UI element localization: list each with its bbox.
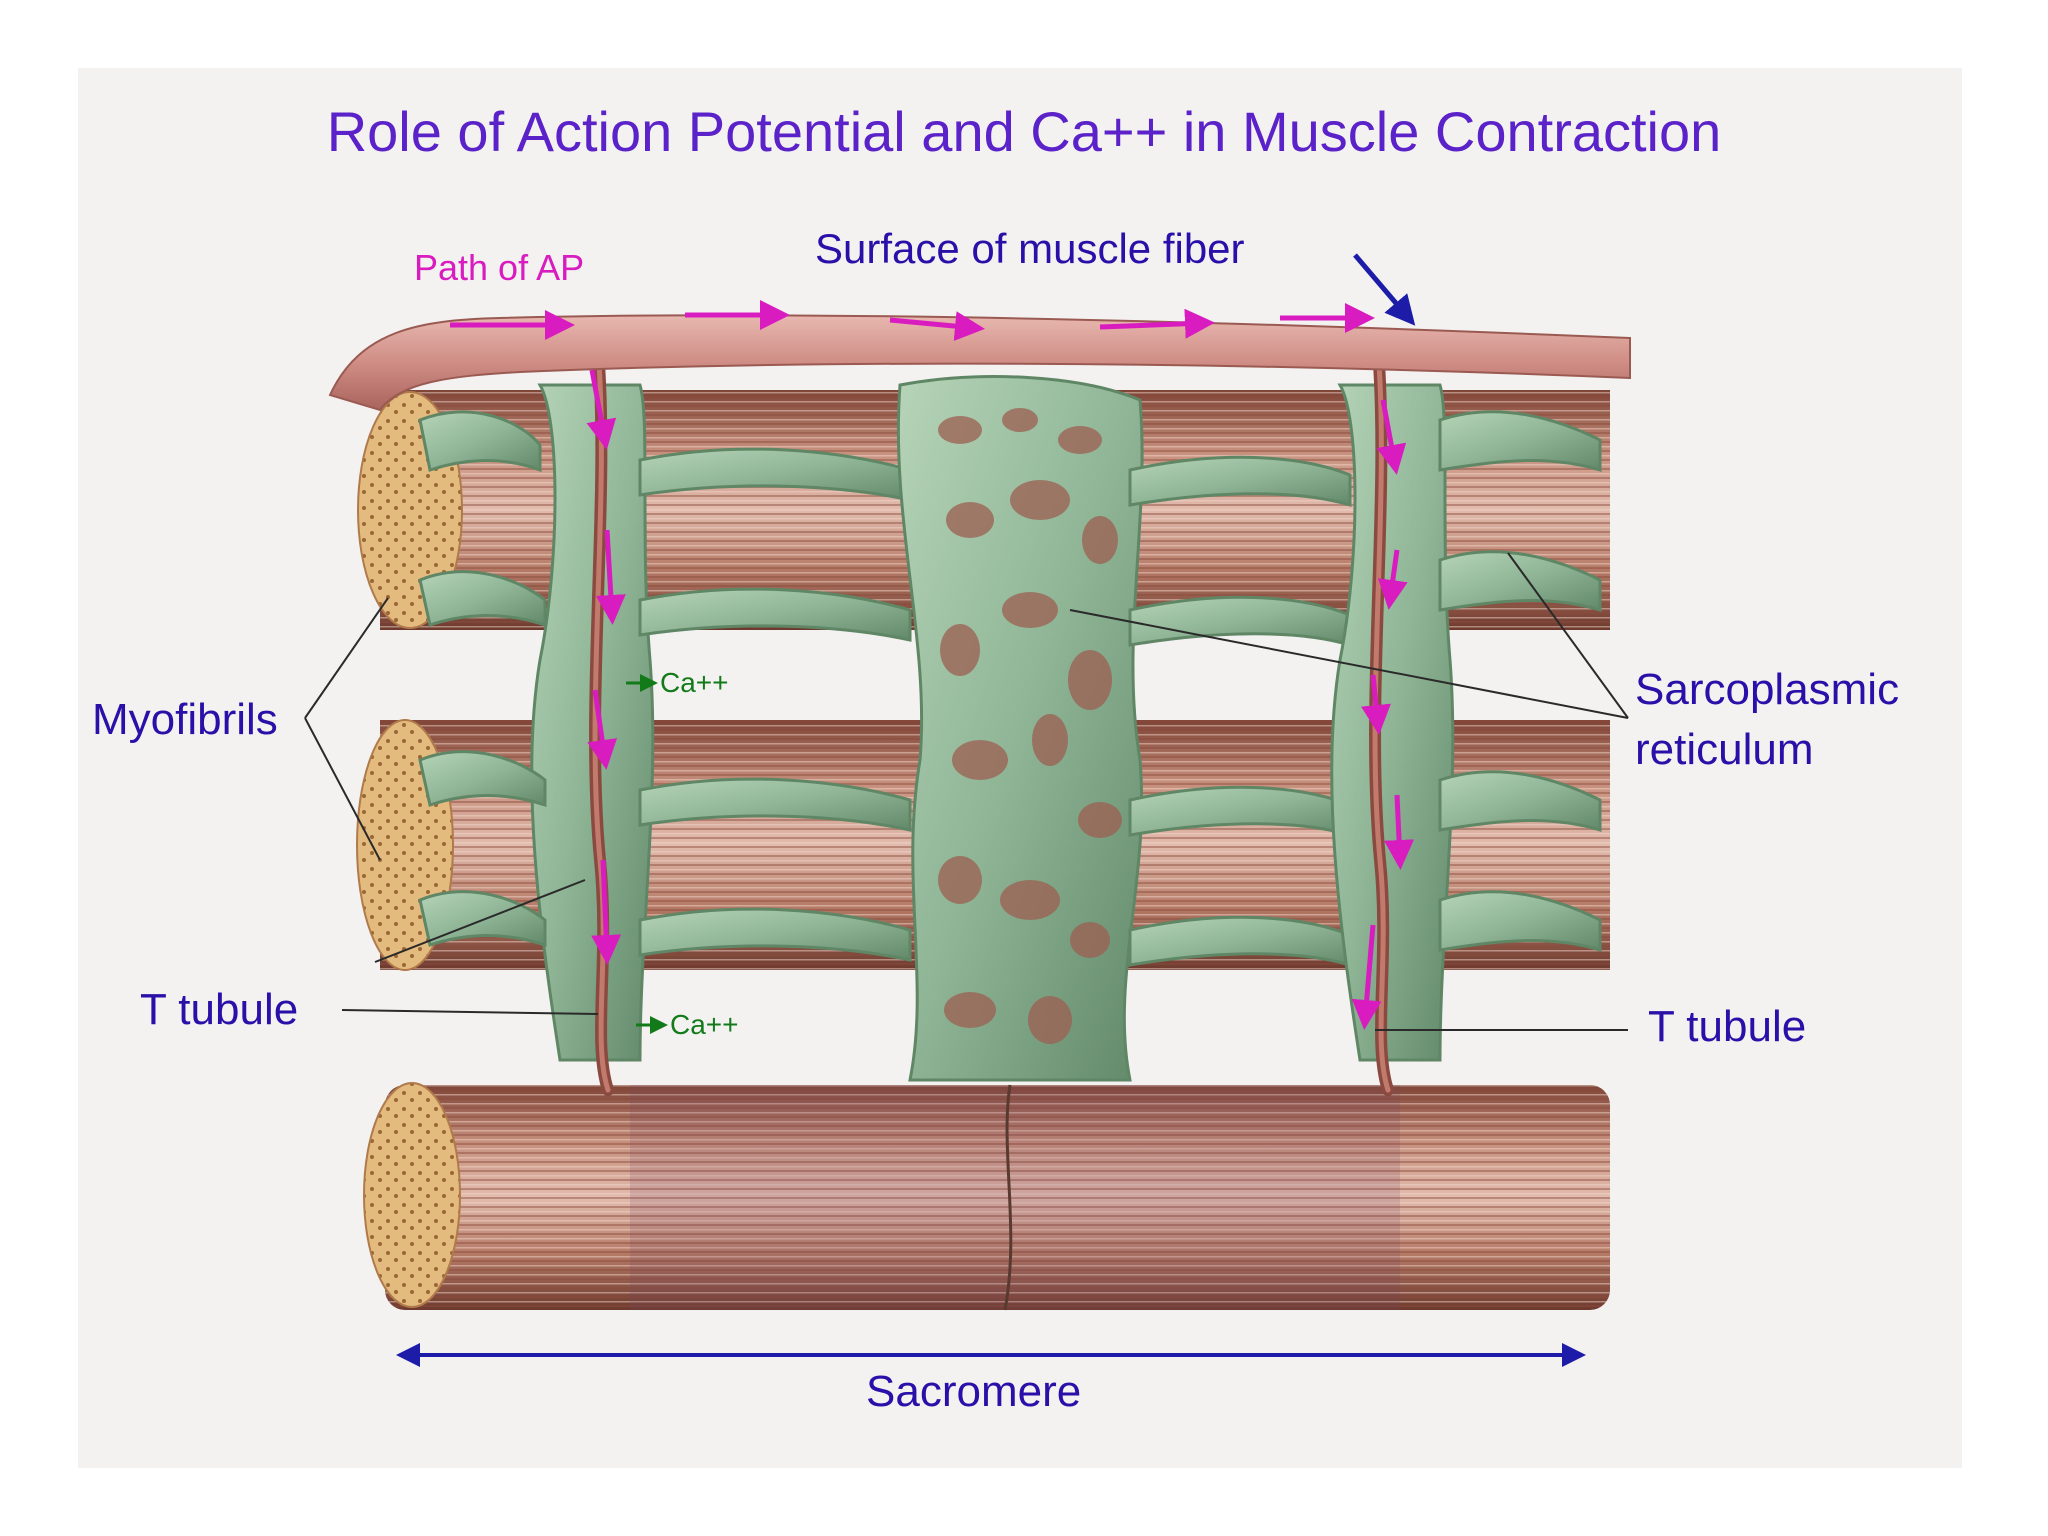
leader-lines xyxy=(304,552,1629,1031)
diagram-title: Role of Action Potential and Ca++ in Mus… xyxy=(326,100,1722,163)
surface-pointer-arrow xyxy=(1353,253,1416,326)
ap-surface-arrows xyxy=(450,300,1375,342)
ap-tubule-arrows xyxy=(586,369,1415,1030)
myofibril-bottom xyxy=(363,1082,1610,1311)
surface-of-muscle-fiber-label: Surface of muscle fiber xyxy=(815,225,1245,272)
calcium-arrows xyxy=(626,674,668,1034)
sarcoplasmic-label-line2: reticulum xyxy=(1635,725,1814,774)
sarcolemma xyxy=(328,314,1631,412)
calcium-lower-label: Ca++ xyxy=(670,1009,739,1040)
sarcoplasmic-reticulum xyxy=(418,375,1602,1082)
calcium-upper-label: Ca++ xyxy=(660,667,729,698)
t-tubule-left-label: T tubule xyxy=(140,985,299,1034)
myofibrils-label: Myofibrils xyxy=(92,695,278,744)
sarcomere-label: Sacromere xyxy=(866,1367,1082,1416)
path-of-ap-label: Path of AP xyxy=(414,247,585,288)
sarcoplasmic-label-line1: Sarcoplasmic xyxy=(1635,665,1900,714)
reticulum-holes xyxy=(938,408,1122,1044)
t-tubule-right-label: T tubule xyxy=(1648,1002,1807,1051)
